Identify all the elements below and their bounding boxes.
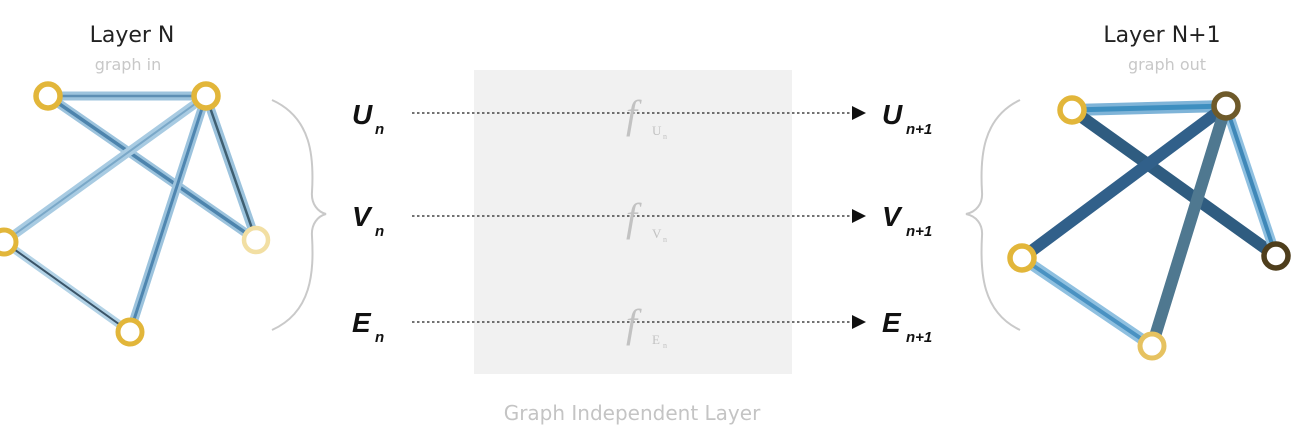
- function-subscript: V: [652, 226, 662, 241]
- left-brace: [271, 99, 327, 331]
- function-row-u: U n f U n U n+1: [352, 92, 932, 141]
- input-edge: [0, 238, 134, 336]
- input-edge: [0, 91, 211, 247]
- function-subscript: U: [652, 123, 662, 138]
- arrow-head: [852, 315, 866, 329]
- output-graph-subtitle: graph out: [1128, 55, 1206, 74]
- output-node: [1137, 331, 1167, 361]
- output-symbol: V: [882, 201, 903, 232]
- output-node: [1211, 91, 1241, 121]
- input-graph: [0, 81, 271, 347]
- input-graph-subtitle: graph in: [95, 55, 162, 74]
- output-node: [1007, 243, 1037, 273]
- output-edge: [1221, 101, 1281, 261]
- output-edge: [1066, 100, 1232, 116]
- output-node: [1261, 241, 1291, 271]
- output-subscript: n+1: [906, 121, 932, 138]
- arrow-head: [852, 106, 866, 120]
- input-graph-title: Layer N: [90, 23, 175, 48]
- function-subscript-index: n: [663, 132, 667, 141]
- output-subscript: n+1: [906, 223, 932, 240]
- input-node: [115, 317, 145, 347]
- arrow-head: [852, 209, 866, 223]
- output-edge: [1146, 100, 1232, 352]
- function-subscript-index: n: [663, 235, 667, 244]
- output-edge: [1016, 252, 1158, 352]
- function-subscript: E: [652, 332, 660, 347]
- input-edge: [201, 91, 261, 245]
- input-node: [191, 81, 221, 111]
- output-edge: [1016, 100, 1232, 264]
- input-symbol: E: [352, 307, 372, 338]
- function-subscript-index: n: [663, 341, 667, 350]
- input-subscript: n: [375, 223, 384, 240]
- output-symbol: E: [882, 307, 902, 338]
- input-edge: [125, 91, 211, 337]
- input-symbol: V: [352, 201, 373, 232]
- input-node: [33, 81, 63, 111]
- input-graph-edges: [0, 91, 261, 337]
- output-symbol: U: [882, 99, 903, 130]
- right-brace: [965, 99, 1021, 331]
- input-node: [0, 227, 19, 257]
- output-graph: [1007, 91, 1291, 361]
- output-node: [1057, 95, 1087, 125]
- graph-independent-layer-block: [474, 70, 792, 374]
- output-graph-title: Layer N+1: [1103, 23, 1220, 48]
- input-edge: [43, 91, 261, 245]
- input-symbol: U: [352, 99, 373, 130]
- input-node: [241, 225, 271, 255]
- input-subscript: n: [375, 329, 384, 346]
- output-edge: [1066, 104, 1282, 262]
- output-subscript: n+1: [906, 329, 932, 346]
- graph-independent-layer-label: Graph Independent Layer: [504, 401, 761, 425]
- input-subscript: n: [375, 121, 384, 138]
- output-graph-edges: [1016, 100, 1282, 352]
